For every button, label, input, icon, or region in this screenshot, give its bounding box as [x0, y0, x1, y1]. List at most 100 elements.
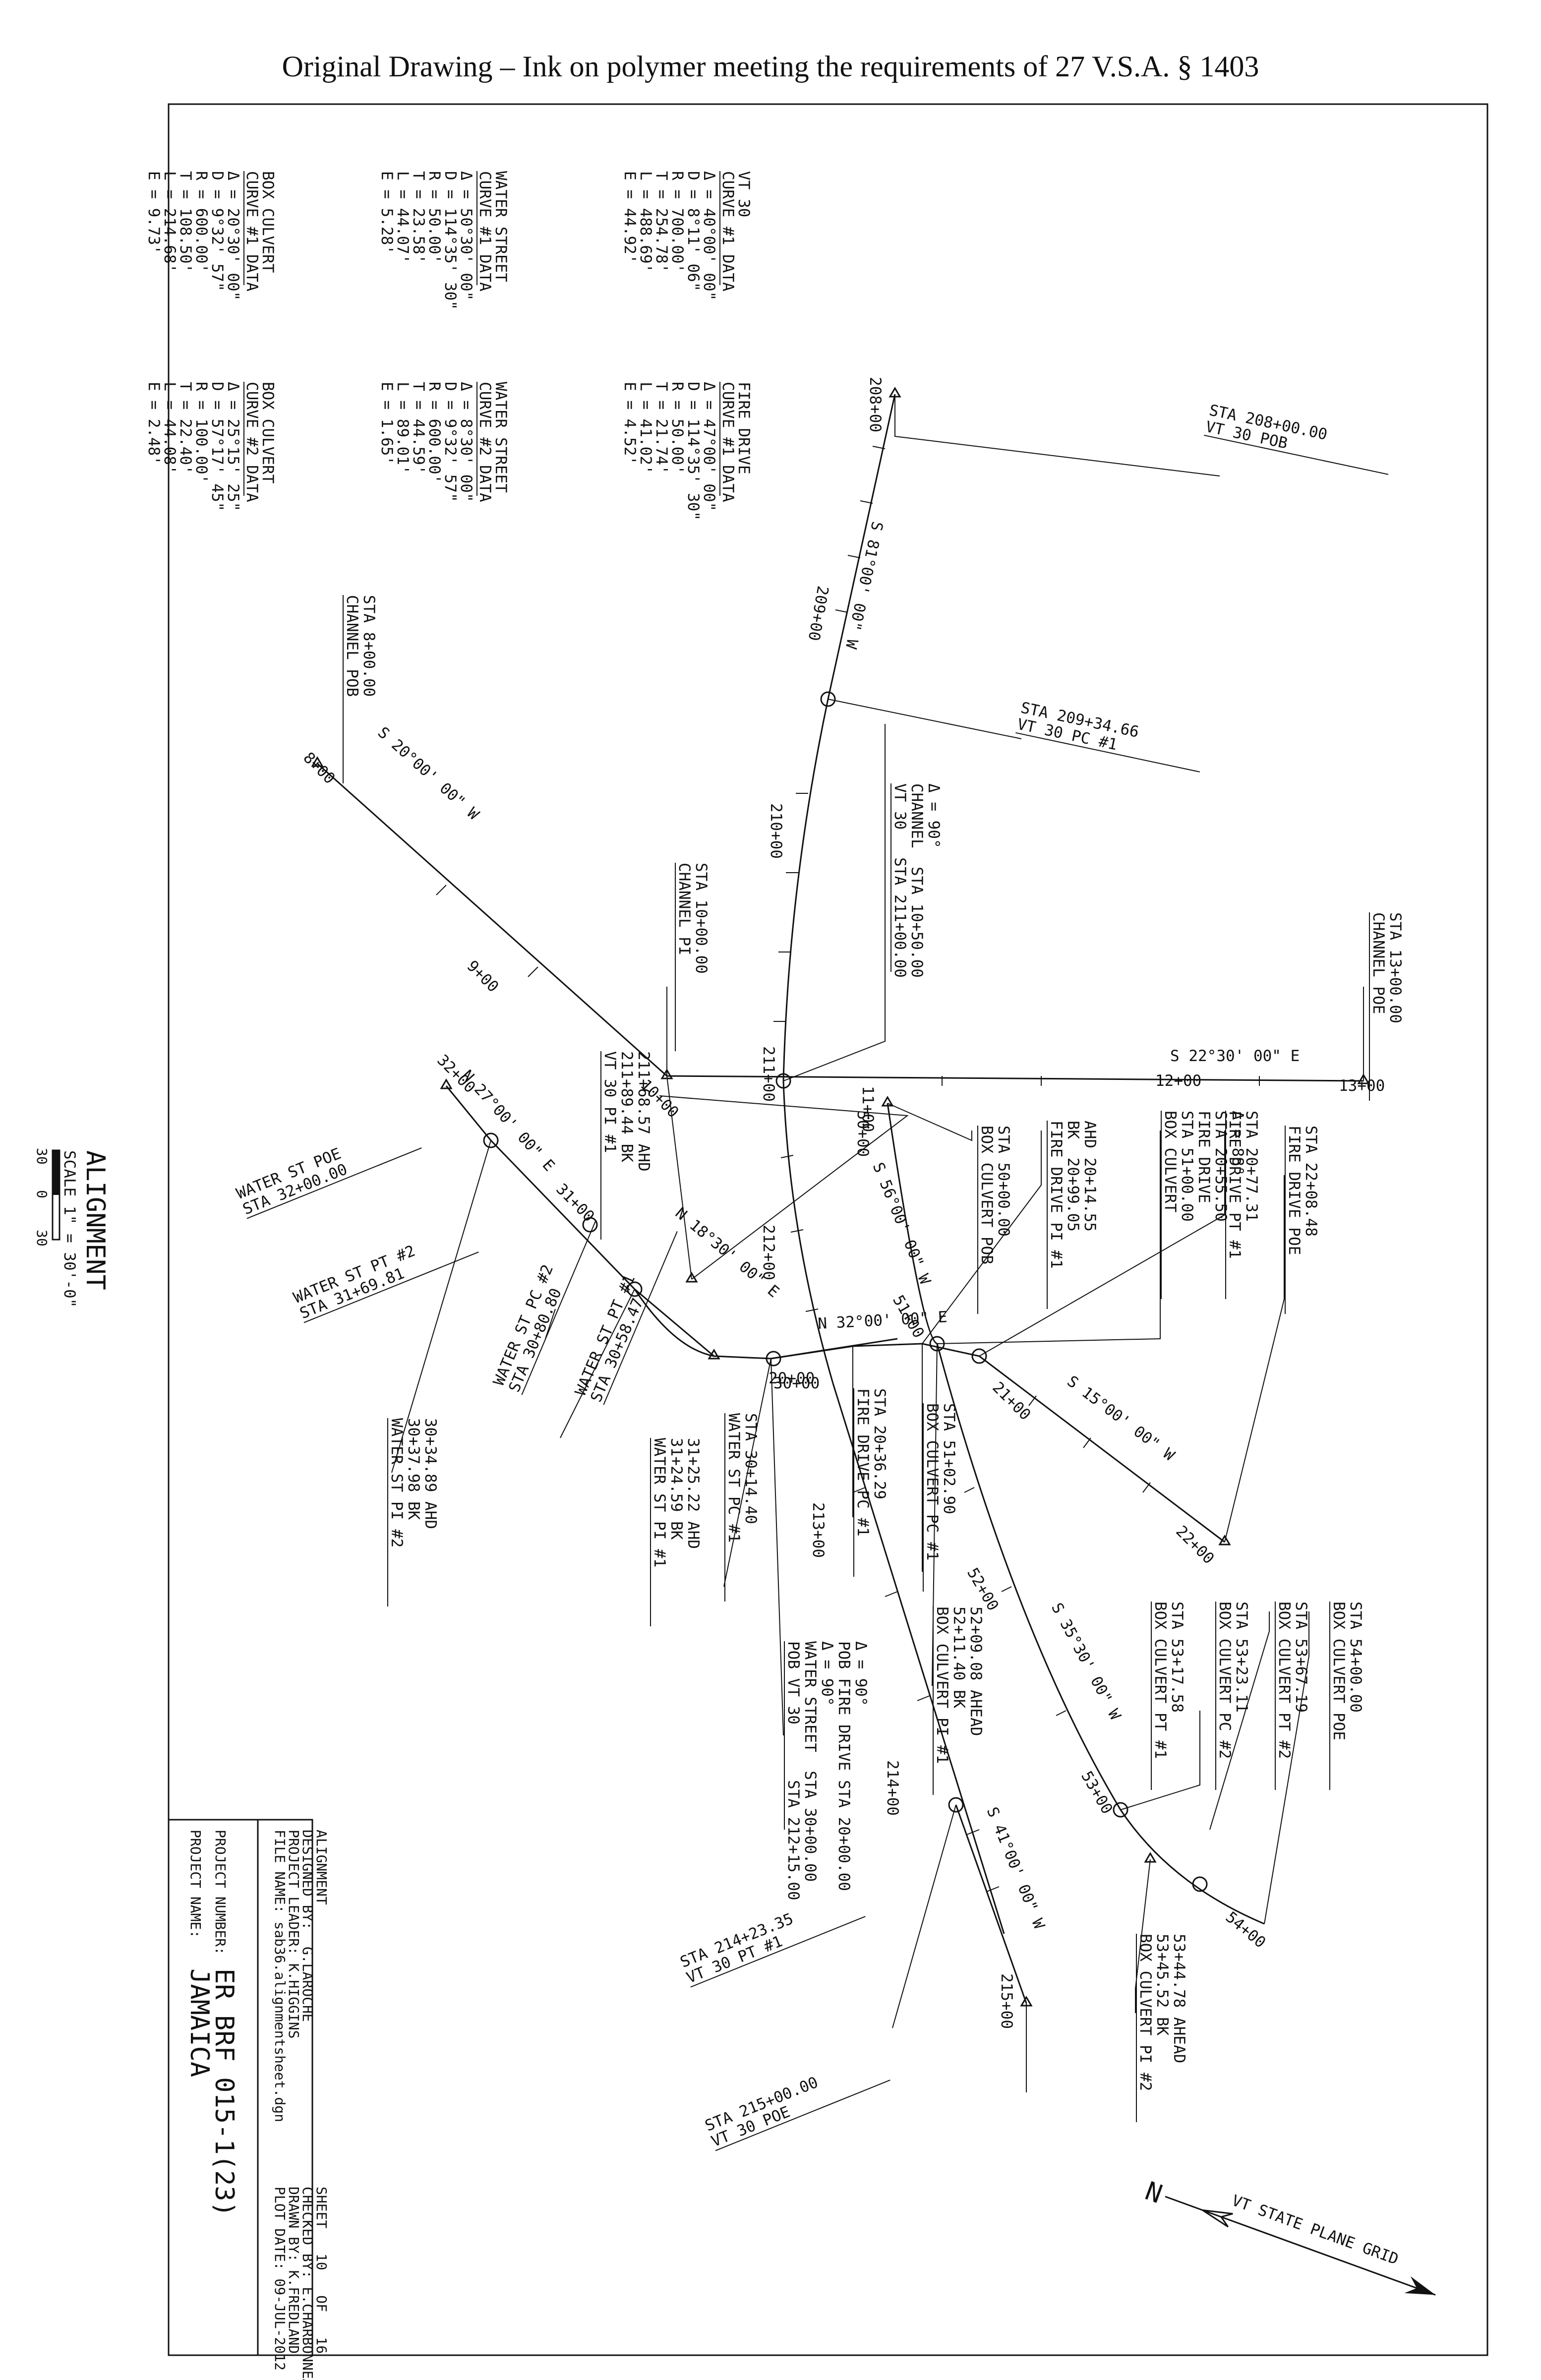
curve-table-row: Δ = 50°30' 00" — [457, 171, 475, 300]
vt30-tangent-2 — [832, 1383, 1005, 1934]
curve-table-row: L = 214.68' — [161, 171, 178, 273]
station-ticks — [436, 446, 1260, 1892]
drawing-border — [168, 103, 1488, 2356]
label-line: BOX CULVERT PI #2 — [1136, 1934, 1154, 2091]
scale-bar-fill — [53, 1150, 59, 1195]
station-label: 11+00 — [859, 1086, 877, 1132]
label-line: BOX CULVERT PT #1 — [1151, 1602, 1169, 1759]
label-line: STA 54+00.00 — [1347, 1602, 1364, 1713]
tb-project-name: JAMAICA — [184, 1968, 214, 2077]
curve-table-row: T = 21.74' — [652, 382, 670, 475]
curve-table-row: R = 100.00' — [192, 382, 210, 483]
tb-designed-by: DESIGNED BY: G.LAROCHE — [299, 1830, 316, 2022]
scale-tick-1: 30 — [34, 1148, 50, 1165]
bearing-label: S 81°00' 00" W — [842, 520, 887, 650]
label-line: STA 51+02.90 — [940, 1403, 958, 1514]
curve-table-row: E = 5.28' — [378, 171, 396, 254]
label-line: STA 20+55.50 — [1212, 1111, 1230, 1222]
station-label: 215+00 — [998, 1973, 1015, 2029]
label-line: AHD 20+14.55 — [1081, 1121, 1099, 1232]
curve-table-row: R = 700.00' — [668, 171, 686, 273]
station-label: 22+00 — [1172, 1522, 1217, 1567]
label-line: BOX CULVERT — [1161, 1111, 1179, 1212]
label-underline — [1015, 732, 1200, 773]
label-line: STA 51+00.00 — [1178, 1111, 1196, 1222]
label-line: BOX CULVERT PT #2 — [1275, 1602, 1293, 1759]
label-line: 30+34.89 AHD — [421, 1418, 439, 1529]
label-line: 30+37.98 BK — [405, 1418, 422, 1520]
label-line: FIRE DRIVE PC #1 — [854, 1388, 872, 1537]
scale-tick-3: 30 — [34, 1230, 50, 1247]
curve-table-row: D = 114°35' 30" — [441, 171, 459, 310]
curve-table-row: L = 41.02' — [637, 382, 654, 475]
label-line: STA 13+00.00 — [1386, 912, 1404, 1023]
vt30-tangent-1 — [827, 394, 896, 700]
station-label: 212+00 — [760, 1225, 777, 1280]
curve-table-row: D = 9°32' 57" — [208, 171, 226, 292]
tb-drawn-by: DRAWN BY: K.FREDLAND — [286, 2187, 302, 2354]
station-label: 30+00 — [773, 1374, 820, 1392]
curve-table-row: L = 44.07' — [394, 171, 412, 264]
curve-table-row: E = 44.92' — [621, 171, 639, 264]
label-line: Δ = 90° — [852, 1641, 870, 1706]
label-line: WATER ST PI #2 — [388, 1418, 406, 1547]
curve-table-row: R = 50.00' — [425, 171, 443, 264]
bearing-label: S 15°00' 00" W — [1064, 1372, 1178, 1465]
bearing-label: S 56°00' 00" W — [869, 1160, 934, 1287]
tb-sheet-desc: ALIGNMENT — [313, 1830, 330, 1905]
curve-table-row: E = 9.73' — [145, 171, 163, 254]
label-line: CHANNEL PI — [675, 863, 693, 955]
label-line: CHANNEL STA 10+50.00 — [908, 783, 926, 978]
label-line: Δ = 90° — [818, 1641, 836, 1706]
control-points — [483, 691, 1208, 1892]
label-line: FIRE DRIVE POE — [1285, 1126, 1303, 1255]
pi-triangles — [311, 387, 1370, 2007]
label-line: STA 20+36.29 — [871, 1388, 889, 1499]
label-line: 31+25.22 AHD — [684, 1438, 702, 1549]
vt30-pi-tie-2 — [666, 1075, 692, 1280]
curve-table-row: T = 254.78' — [652, 171, 670, 273]
label-line: 211+68.57 AHD — [635, 1051, 652, 1172]
station-label: 50+00 — [854, 1111, 872, 1157]
curve-table-row: E = 4.52' — [621, 382, 639, 465]
page-header: Original Drawing – Ink on polymer meetin… — [282, 50, 1259, 83]
alignment-heading: ALIGNMENT — [80, 1150, 110, 1290]
label-line: STA 50+00.00 — [995, 1126, 1012, 1237]
station-label: 214+00 — [884, 1760, 901, 1816]
label-underline — [603, 1231, 678, 1405]
label-line: 52+09.08 AHEAD — [967, 1606, 985, 1736]
curve-table-title: WATER STREET — [492, 382, 510, 493]
curve-table-row: Δ = 20°30' 00" — [224, 171, 242, 300]
alignment-title: ALIGNMENT SCALE 1" = 30'-0" 30 0 30 — [34, 1148, 110, 1308]
label-line: Δ = 90° — [925, 783, 943, 848]
curve-table-subtitle: CURVE #1 DATA — [476, 171, 494, 292]
curve-table-row: D = 114°35' 30" — [684, 382, 702, 521]
station-label: 209+00 — [805, 585, 832, 643]
label-line: STA 8+00.00 — [360, 595, 378, 697]
curve-table-row: L = 44.08' — [161, 382, 178, 475]
station-label: 12+00 — [1155, 1072, 1201, 1090]
label-line: Δ = 88° — [1229, 1111, 1246, 1176]
curve-table-row: Δ = 8°30' 00" — [457, 382, 475, 502]
curve-table-title: FIRE DRIVE — [735, 382, 753, 475]
label-underline — [246, 1147, 422, 1219]
curve-table-row: T = 22.40' — [177, 382, 194, 475]
